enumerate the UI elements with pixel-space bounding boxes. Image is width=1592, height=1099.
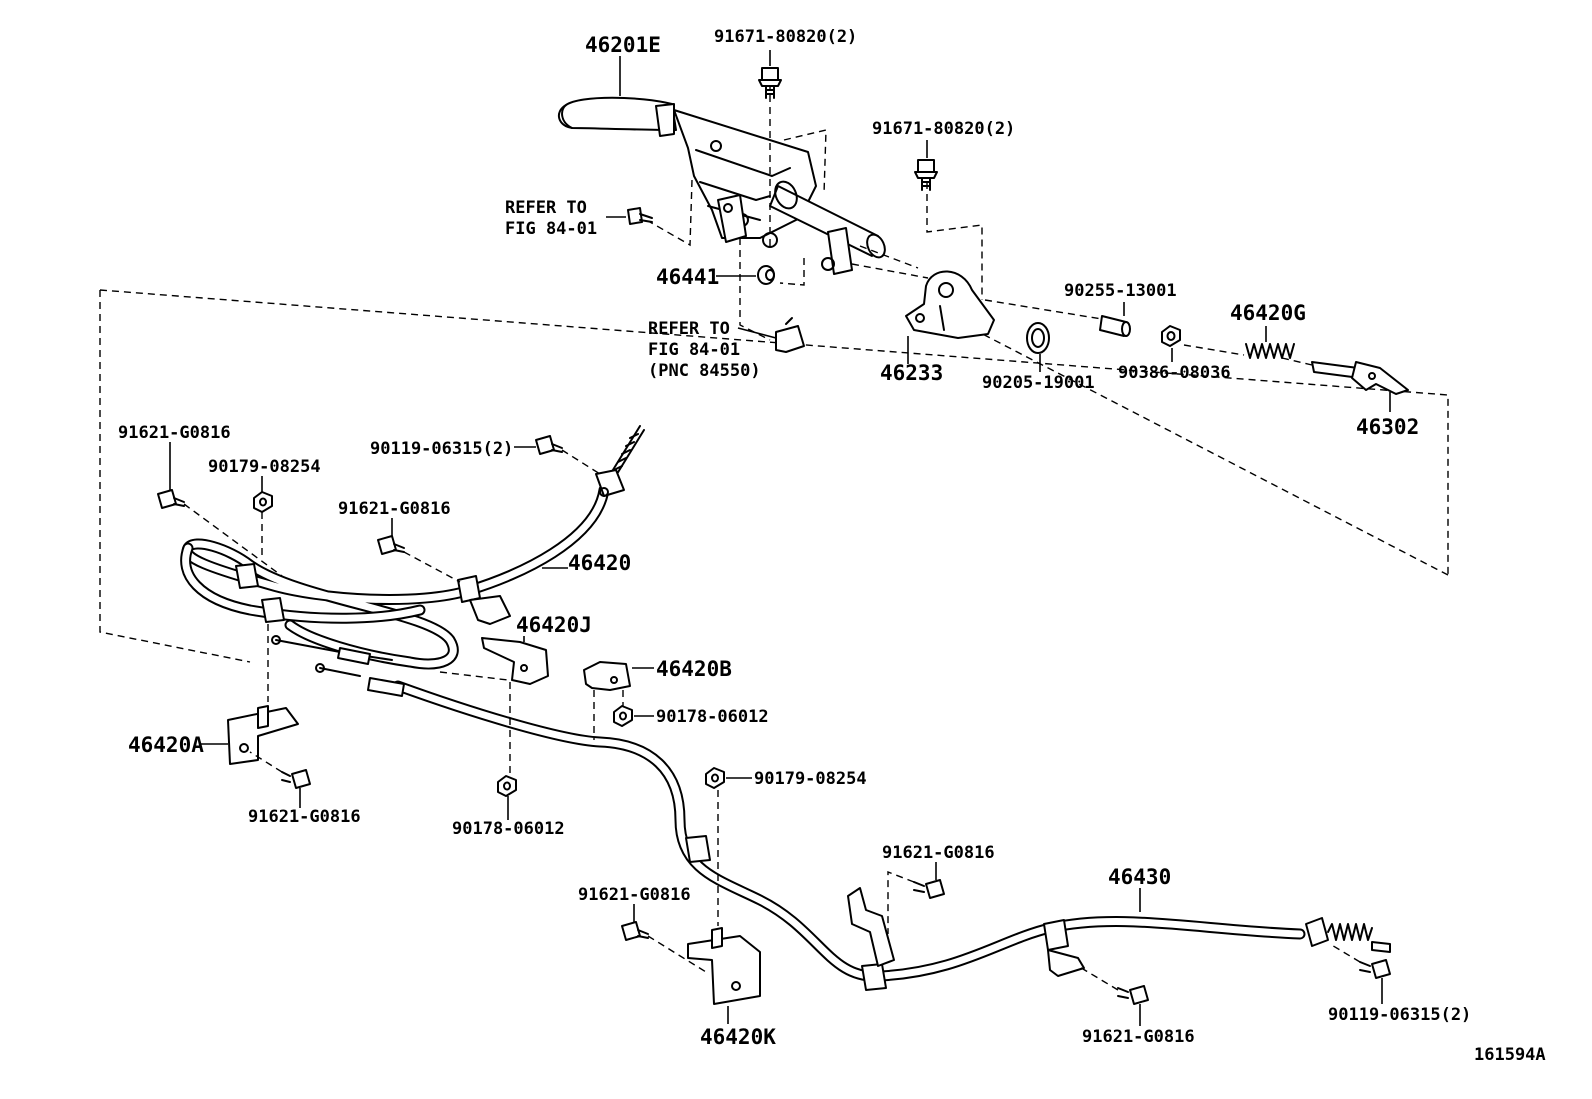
label-46233: 46233 (880, 361, 943, 385)
label-91621-d: 91621-G0816 (578, 885, 691, 905)
nut-90386[interactable] (1161, 325, 1181, 347)
label-46420J: 46420J (516, 613, 592, 637)
nut-90178-b[interactable] (497, 775, 517, 797)
bolt-90119-b[interactable] (1359, 959, 1391, 979)
label-90386: 90386-08036 (1118, 363, 1231, 383)
label-46201E: 46201E (585, 33, 661, 57)
label-90119-a: 90119-06315(2) (370, 439, 513, 459)
bracket-46420K[interactable] (687, 927, 761, 1005)
bolt-91621-f[interactable] (1117, 985, 1149, 1005)
refer-fig-bolt[interactable] (627, 207, 653, 225)
bolt-91621-c[interactable] (281, 769, 311, 789)
bolt-91621-b[interactable] (377, 535, 405, 555)
label-91671-upper: 91671-80820(2) (714, 27, 857, 47)
label-90205: 90205-19001 (982, 373, 1095, 393)
label-91621-f: 91621-G0816 (1082, 1027, 1195, 1047)
label-90178-a: 90178-06012 (656, 707, 769, 727)
brake-switch-84550[interactable] (775, 317, 805, 353)
label-90255: 90255-13001 (1064, 281, 1177, 301)
label-91621-e: 91621-G0816 (882, 843, 995, 863)
pin-90255[interactable] (1099, 315, 1131, 337)
equalizer-46302[interactable] (1311, 361, 1409, 395)
label-refer-2-line2: FIG 84-01 (648, 340, 740, 360)
part-labels: 46201E 91671-80820(2) 91671-80820(2) REF… (118, 27, 1546, 1065)
label-46441: 46441 (656, 265, 719, 289)
bracket-46420A[interactable] (227, 705, 299, 765)
label-refer-1-line1: REFER TO (505, 198, 587, 218)
bolt-91621-d[interactable] (621, 921, 649, 941)
label-refer-2-line1: REFER TO (648, 319, 730, 339)
label-90178-b: 90178-06012 (452, 819, 565, 839)
label-90179-b: 90179-08254 (754, 769, 867, 789)
grommet-46441[interactable] (757, 265, 775, 285)
label-46420K: 46420K (700, 1025, 776, 1049)
nut-90179-a[interactable] (253, 491, 273, 513)
cable-46420[interactable] (180, 425, 645, 670)
spring-46420G[interactable] (1245, 343, 1295, 359)
washer-90205[interactable] (1026, 322, 1050, 354)
bolt-91671-upper[interactable] (758, 67, 782, 99)
bracket-46233[interactable] (905, 270, 995, 339)
label-refer-2-line3: (PNC 84550) (648, 361, 761, 381)
cable-assembly-reference-frame (99, 289, 1449, 663)
label-91671-lower: 91671-80820(2) (872, 119, 1015, 139)
figure-id: 161594A (1474, 1045, 1546, 1065)
label-46420B: 46420B (656, 657, 732, 681)
label-46420G: 46420G (1230, 301, 1306, 325)
bracket-46420J[interactable] (481, 637, 549, 685)
label-91621-c: 91621-G0816 (248, 807, 361, 827)
label-91621-b: 91621-G0816 (338, 499, 451, 519)
parking-brake-lever[interactable] (557, 96, 888, 275)
label-46302: 46302 (1356, 415, 1419, 439)
cable-46430[interactable] (315, 663, 1391, 991)
bracket-46420B[interactable] (583, 661, 631, 691)
bolt-91621-e[interactable] (913, 879, 945, 899)
leader-lines (169, 50, 1391, 1026)
label-refer-1-line2: FIG 84-01 (505, 219, 597, 239)
lever-dashed-leaders (649, 80, 1313, 366)
label-91621-a: 91621-G0816 (118, 423, 231, 443)
nut-90178-a[interactable] (613, 705, 633, 727)
bolt-90119-a[interactable] (535, 435, 563, 455)
label-90179-a: 90179-08254 (208, 457, 321, 477)
label-46420A: 46420A (128, 733, 204, 757)
nut-90179-b[interactable] (705, 767, 725, 789)
cable-dashed-leaders (183, 449, 1361, 991)
bolt-91671-lower[interactable] (914, 159, 938, 191)
label-46420: 46420 (568, 551, 631, 575)
label-90119-b: 90119-06315(2) (1328, 1005, 1471, 1025)
label-46430: 46430 (1108, 865, 1171, 889)
bolt-91621-a[interactable] (157, 489, 185, 509)
